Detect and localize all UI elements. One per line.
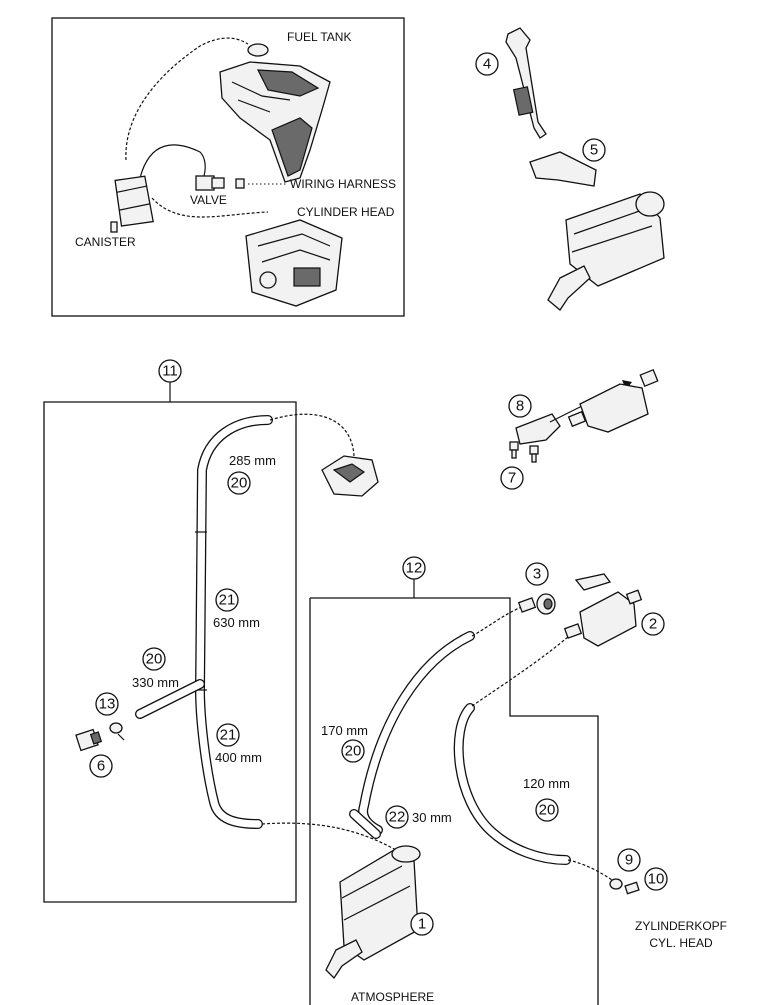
svg-text:13: 13 <box>99 696 116 713</box>
callout-9: 9 <box>617 848 641 872</box>
svg-text:7: 7 <box>508 470 516 487</box>
callout-5: 5 <box>582 138 606 162</box>
length-285: 285 mm <box>229 453 276 468</box>
part-7-screws <box>509 441 539 463</box>
vent-line-canister <box>261 822 397 851</box>
callout-22: 22 <box>385 805 409 829</box>
line-to-part-3 <box>471 605 525 637</box>
length-30: 30 mm <box>412 810 452 825</box>
svg-text:11: 11 <box>162 363 178 380</box>
svg-text:20: 20 <box>539 802 556 819</box>
part-5-bracket <box>529 151 597 187</box>
hose-330-branch <box>135 679 205 719</box>
tank-cap-illustration <box>321 455 379 497</box>
vent-line-head <box>151 197 269 218</box>
label-wiring-harness: WIRING HARNESS <box>290 177 396 191</box>
svg-text:20: 20 <box>345 743 362 760</box>
length-120: 120 mm <box>523 776 570 791</box>
label-cyl-head: CYL. HEAD <box>649 936 713 950</box>
hose-canister-valve <box>139 144 206 179</box>
svg-text:1: 1 <box>418 916 426 933</box>
label-cylinder-head: CYLINDER HEAD <box>297 205 395 219</box>
label-valve: VALVE <box>190 193 227 207</box>
svg-text:20: 20 <box>146 651 163 668</box>
hose-120 <box>453 703 571 865</box>
part-3-connector <box>517 593 556 615</box>
callout-10: 10 <box>644 867 668 891</box>
callout-11: 11 <box>158 359 182 383</box>
callout-2: 2 <box>641 612 665 636</box>
callout-1: 1 <box>410 912 434 936</box>
svg-text:6: 6 <box>97 758 105 775</box>
label-canister: CANISTER <box>75 235 136 249</box>
fuel-tank-illustration <box>219 43 331 183</box>
callout-4: 4 <box>475 52 499 76</box>
length-630: 630 mm <box>213 615 260 630</box>
callout-13: 13 <box>95 692 119 716</box>
valve-illustration <box>195 175 245 191</box>
part-10-fitting <box>624 881 640 895</box>
svg-text:9: 9 <box>625 852 633 869</box>
callout-3: 3 <box>525 562 549 586</box>
callout-8: 8 <box>508 394 532 418</box>
part-9-clip <box>609 878 623 890</box>
svg-text:12: 12 <box>406 560 423 577</box>
length-330: 330 mm <box>132 675 179 690</box>
callout-20c: 20 <box>341 739 365 763</box>
svg-text:22: 22 <box>389 809 406 826</box>
svg-text:21: 21 <box>219 592 236 609</box>
valve-top-illustration <box>567 368 659 433</box>
hose-30mm <box>349 809 381 839</box>
svg-text:3: 3 <box>533 566 541 583</box>
overview-inset: FUEL TANK WIRING HARNESS VALVE CYLINDER … <box>51 17 405 317</box>
svg-text:10: 10 <box>648 871 665 888</box>
canister-illustration <box>110 175 154 233</box>
callout-7: 7 <box>500 466 524 490</box>
svg-text:4: 4 <box>483 56 491 73</box>
inset-frame <box>51 17 405 317</box>
label-atmosphere: ATMOSPHERE <box>351 990 434 1004</box>
length-400: 400 mm <box>215 750 262 765</box>
part-13-clip <box>109 722 125 741</box>
label-fuel-tank: FUEL TANK <box>287 30 351 44</box>
part-2-valve <box>563 573 643 647</box>
vent-line-cap <box>269 413 355 457</box>
callout-6: 6 <box>89 754 113 778</box>
part-1-canister <box>325 845 421 980</box>
callout-12: 12 <box>402 556 426 580</box>
svg-text:5: 5 <box>590 142 598 159</box>
canister-top-illustration <box>547 191 665 311</box>
hose-170 <box>358 631 475 835</box>
svg-text:2: 2 <box>649 616 657 633</box>
svg-text:8: 8 <box>516 398 524 415</box>
callout-21b: 21 <box>216 723 240 747</box>
line-to-part-2 <box>471 627 579 707</box>
callout-21a: 21 <box>215 588 239 612</box>
line-to-part-9 <box>567 859 613 881</box>
part-4-strap <box>505 27 547 139</box>
label-zylinderkopf: ZYLINDERKOPF <box>635 919 727 933</box>
part-6-fitting <box>75 728 103 752</box>
callout-20d: 20 <box>535 798 559 822</box>
assembly-11-box <box>43 382 297 903</box>
length-170: 170 mm <box>321 723 368 738</box>
svg-text:21: 21 <box>220 727 237 744</box>
svg-text:20: 20 <box>231 475 248 492</box>
cylinder-head-illustration <box>245 219 343 307</box>
assembly-12-box <box>309 578 599 1005</box>
callout-20b: 20 <box>142 647 166 671</box>
callout-20a: 20 <box>227 471 251 495</box>
part-8-bracket <box>515 413 561 445</box>
vent-line-tank <box>125 37 249 161</box>
